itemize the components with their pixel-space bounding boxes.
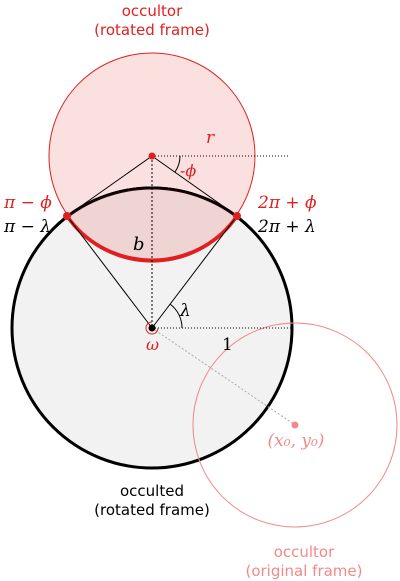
radius-right	[151, 215, 238, 329]
occulted-center-dot	[148, 324, 156, 332]
b-label: b	[133, 234, 145, 255]
occultor-original-label-2: (original frame)	[245, 562, 362, 580]
pi-minus-lambda-label: π − λ	[3, 217, 51, 237]
occultor-rotated-label-1: occultor	[122, 2, 183, 20]
lambda-label: λ	[179, 301, 191, 321]
omega-arc	[145, 321, 159, 335]
lambda-arc	[169, 303, 183, 329]
xy0-label: (x₀, y₀)	[268, 431, 325, 451]
phi-arc	[174, 155, 181, 173]
occultor-original-center-dot	[291, 421, 299, 429]
occultor-original-circle	[192, 322, 398, 528]
occultor-center-dot	[148, 152, 156, 160]
one-label: 1	[222, 335, 233, 355]
two-pi-plus-phi-label: 2π + ϕ	[257, 193, 317, 213]
occulted-label-1: occulted	[120, 482, 184, 500]
r-label: r	[206, 128, 215, 148]
omega-label: ω	[146, 335, 159, 354]
two-pi-plus-lambda-label: 2π + λ	[257, 217, 316, 237]
occultor-original-label-1: occultor	[274, 543, 335, 561]
intersection-left-dot	[63, 212, 71, 220]
occultor-radius-left	[66, 155, 153, 217]
radius-left	[66, 215, 153, 329]
intersection-right-dot	[233, 212, 241, 220]
occulted-limb-overlap	[66, 186, 238, 217]
occultor-rotated-label-2: (rotated frame)	[94, 21, 210, 39]
neg-phi-label: -ϕ	[180, 161, 196, 180]
occultor-radius-right	[151, 155, 238, 217]
offset-guide	[151, 327, 296, 426]
pi-minus-phi-label: π − ϕ	[3, 193, 52, 213]
occulted-label-2: (rotated frame)	[94, 501, 210, 519]
